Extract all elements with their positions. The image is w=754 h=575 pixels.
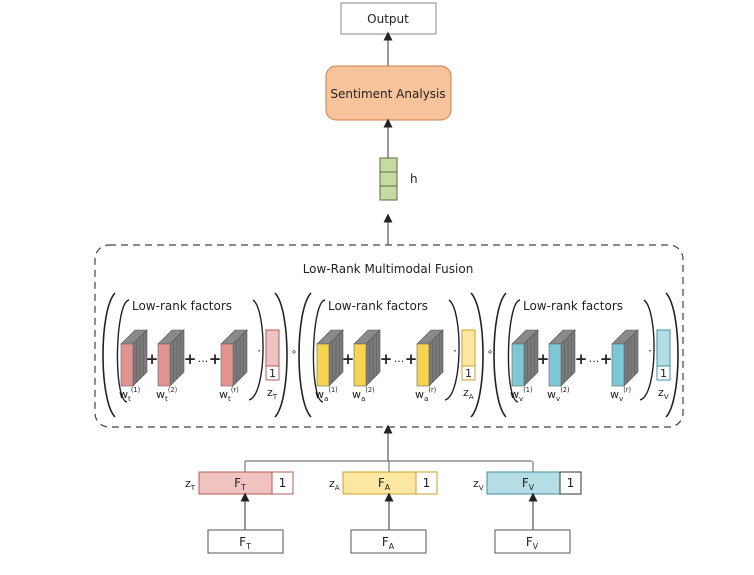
bias-one: 1: [465, 367, 472, 380]
z-vector: [656, 329, 671, 367]
hidden-vector-h: [379, 157, 398, 201]
feature-z-label: zA: [329, 477, 340, 492]
inner-paren-right: [639, 299, 655, 401]
feature-label: FA: [378, 476, 391, 492]
sentiment-analysis-node: Sentiment Analysis: [325, 65, 452, 121]
outer-paren-left: [102, 292, 116, 418]
weight-label: wt(1): [119, 386, 140, 403]
feature-vector-t: zT FT 1: [185, 471, 294, 495]
outer-paren-left: [493, 292, 507, 418]
inner-paren-left: [116, 299, 130, 403]
fusion-title: Low-Rank Multimodal Fusion: [303, 262, 474, 276]
z-vector: [265, 329, 280, 367]
feature-vector-a: zA FA 1: [329, 471, 438, 495]
weight-label: wv(r): [610, 386, 631, 403]
input-node-v: FV: [494, 529, 571, 554]
modality-group-v: Low-rank factorswv(1)wv(2)wv(r)++...+·1z…: [493, 292, 679, 418]
sentiment-analysis-label: Sentiment Analysis: [330, 87, 445, 101]
feature-bias-cell: [415, 471, 438, 495]
z-label: zT: [267, 386, 278, 401]
bias-one: 1: [660, 367, 667, 380]
weight-label: wv(2): [547, 386, 570, 403]
inner-paren-right: [248, 299, 264, 401]
ellipsis: ...: [198, 352, 209, 365]
plus-operator: +: [405, 350, 418, 368]
bias-one: 1: [269, 367, 276, 380]
feature-bias-one: 1: [567, 476, 575, 490]
z-vector-bias-cell: [461, 365, 476, 381]
dot-operator: ·: [453, 344, 457, 358]
plus-operator: +: [184, 350, 197, 368]
low-rank-factors-label: Low-rank factors: [132, 299, 232, 313]
z-label: zA: [463, 386, 474, 401]
ellipsis: ...: [589, 352, 600, 365]
hidden-vector-cell: [379, 185, 398, 201]
plus-operator: +: [209, 350, 222, 368]
plus-operator: +: [600, 350, 613, 368]
feature-label: FV: [522, 476, 535, 492]
feature-bias-cell: [271, 471, 294, 495]
plus-operator: +: [342, 350, 355, 368]
modality-group-a: Low-rank factorswa(1)wa(2)wa(r)++...+·1z…: [298, 292, 484, 418]
weight-factor-cube: [220, 329, 248, 387]
inner-paren-left: [312, 299, 326, 403]
input-node-t: FT: [207, 529, 284, 554]
weight-factor-cube: [611, 329, 639, 387]
z-vector-bias-cell: [265, 365, 280, 381]
output-label: Output: [367, 12, 409, 26]
outer-product-operator: ∘: [291, 347, 297, 358]
low-rank-factors-label: Low-rank factors: [328, 299, 428, 313]
inner-paren-right: [444, 299, 460, 401]
weight-factor-cube: [120, 329, 148, 387]
outer-paren-right: [470, 292, 484, 418]
outer-paren-left: [298, 292, 312, 418]
weight-factor-cube: [353, 329, 381, 387]
weight-label: wt(2): [156, 386, 177, 403]
dot-operator: ·: [257, 344, 261, 358]
feature-bias-one: 1: [279, 476, 287, 490]
feature-bias-cell: [559, 471, 582, 495]
weight-factor-cube: [548, 329, 576, 387]
hidden-vector-cell: [379, 157, 398, 173]
input-label: FA: [382, 535, 395, 551]
hidden-vector-label: h: [410, 172, 418, 186]
z-label: zV: [658, 386, 669, 401]
input-label: FV: [526, 535, 539, 551]
modality-group-t: Low-rank factorswt(1)wt(2)wt(r)++...+·1z…: [102, 292, 288, 418]
output-node: Output: [340, 2, 437, 35]
outer-paren-right: [665, 292, 679, 418]
feature-bias-one: 1: [423, 476, 431, 490]
weight-factor-cube: [511, 329, 539, 387]
feature-z-label: zV: [473, 477, 484, 492]
weight-label: wa(r): [415, 386, 436, 403]
z-vector-bias-cell: [656, 365, 671, 381]
low-rank-factors-label: Low-rank factors: [523, 299, 623, 313]
feature-vector-v: zV FV 1: [473, 471, 582, 495]
inner-paren-left: [507, 299, 521, 403]
outer-product-operator: ∘: [487, 347, 493, 358]
weight-factor-cube: [157, 329, 185, 387]
plus-operator: +: [537, 350, 550, 368]
weight-label: wt(r): [219, 386, 239, 403]
ellipsis: ...: [394, 352, 405, 365]
hidden-vector-cell: [379, 171, 398, 187]
plus-operator: +: [575, 350, 588, 368]
weight-factor-cube: [416, 329, 444, 387]
input-node-a: FA: [350, 529, 427, 554]
z-vector: [461, 329, 476, 367]
feature-z-label: zT: [185, 477, 196, 492]
weight-label: wa(2): [352, 386, 375, 403]
plus-operator: +: [380, 350, 393, 368]
dot-operator: ·: [648, 344, 652, 358]
weight-factor-cube: [316, 329, 344, 387]
input-label: FT: [239, 535, 251, 551]
weight-label: wa(1): [315, 386, 338, 403]
weight-label: wv(1): [510, 386, 533, 403]
outer-paren-right: [274, 292, 288, 418]
feature-label: FT: [234, 476, 246, 492]
plus-operator: +: [146, 350, 159, 368]
